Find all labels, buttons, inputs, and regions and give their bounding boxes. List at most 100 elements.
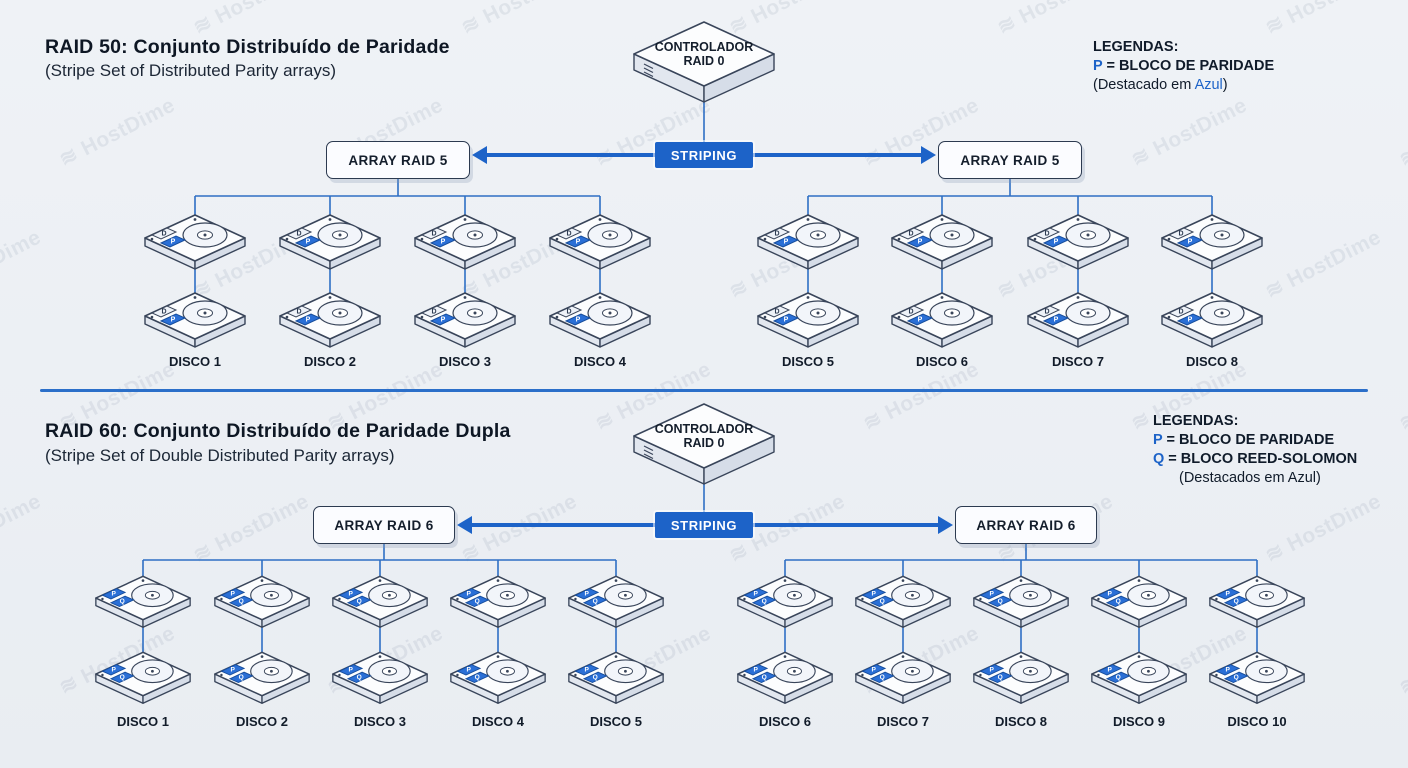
svg-text:P: P	[1188, 317, 1193, 324]
svg-text:Q: Q	[120, 598, 125, 605]
legend-q-key: Q	[1153, 451, 1165, 467]
svg-text:Q: Q	[1116, 598, 1121, 605]
legend-note-accent: Azul	[1194, 77, 1223, 93]
disk-icon: P Q	[90, 566, 196, 632]
disk-label: DISCO 10	[1227, 714, 1287, 729]
disk-icon: D P	[139, 204, 251, 274]
svg-text:D: D	[1044, 231, 1049, 238]
legend-title: LEGENDAS:	[1093, 39, 1179, 55]
disk-label: DISCO 3	[353, 714, 406, 729]
svg-text:P: P	[349, 591, 354, 598]
disk-label: DISCO 1	[168, 354, 221, 369]
disk-icon: P Q	[968, 642, 1074, 708]
svg-text:Q: Q	[475, 674, 480, 681]
disk-icon: D P	[139, 282, 251, 352]
disk-icon: P Q	[1204, 566, 1310, 632]
svg-text:P: P	[585, 591, 590, 598]
disk-icon: D P	[274, 282, 386, 352]
svg-text:P: P	[112, 591, 117, 598]
svg-text:Q: Q	[475, 598, 480, 605]
svg-text:P: P	[231, 591, 236, 598]
legend-q-text: = BLOCO REED-SOLOMON	[1164, 451, 1358, 467]
disk-icon: P Q	[850, 642, 956, 708]
array-box-raid5-right: ARRAY RAID 5	[938, 141, 1082, 179]
svg-text:P: P	[441, 239, 446, 246]
svg-text:Q: Q	[998, 674, 1003, 681]
disk-icon: P Q	[1204, 642, 1310, 708]
disk-icon: P Q	[1086, 642, 1192, 708]
svg-text:D: D	[296, 231, 301, 238]
svg-text:Q: Q	[593, 598, 598, 605]
svg-text:Q: Q	[239, 598, 244, 605]
svg-text:P: P	[171, 239, 176, 246]
disk-icon: P Q	[209, 642, 315, 708]
svg-text:P: P	[784, 239, 789, 246]
svg-text:D: D	[1044, 309, 1049, 316]
array-box-raid6-left: ARRAY RAID 6	[313, 506, 455, 544]
svg-text:Q: Q	[593, 674, 598, 681]
disk-icon: D P	[1022, 204, 1134, 274]
disk-label: DISCO 5	[589, 714, 642, 729]
disk-icon: D P	[886, 282, 998, 352]
svg-text:P: P	[784, 317, 789, 324]
controller-label: CONTROLADOR RAID 0	[634, 422, 774, 450]
raid50-subtitle: (Stripe Set of Distributed Parity arrays…	[45, 61, 336, 80]
disk-label: DISCO 4	[471, 714, 524, 729]
disk-icon: D P	[1022, 282, 1134, 352]
disk-label: DISCO 8	[1185, 354, 1238, 369]
arrow-head-icon	[457, 516, 472, 534]
disk-label: DISCO 7	[876, 714, 929, 729]
striping-label-raid60: STRIPING	[655, 512, 753, 538]
disk-icon: P Q	[563, 642, 669, 708]
disk-icon: D P	[886, 204, 998, 274]
disk-icon: D P	[752, 282, 864, 352]
svg-text:D: D	[1178, 309, 1183, 316]
svg-text:P: P	[467, 591, 472, 598]
svg-text:Q: Q	[1234, 598, 1239, 605]
section-divider	[40, 389, 1368, 392]
disk-label: DISCO 2	[303, 354, 356, 369]
controller-line1: CONTROLADOR	[654, 40, 754, 54]
svg-text:P: P	[306, 317, 311, 324]
svg-text:P: P	[754, 591, 759, 598]
svg-text:Q: Q	[357, 674, 362, 681]
svg-text:P: P	[441, 317, 446, 324]
svg-text:P: P	[1108, 591, 1113, 598]
svg-text:P: P	[990, 667, 995, 674]
svg-text:D: D	[431, 309, 436, 316]
disk-icon: P Q	[327, 642, 433, 708]
legend-note-line: (Destacados em Azul)	[1179, 470, 1321, 486]
legend-parity-line: P = BLOCO DE PARIDADE	[1153, 431, 1357, 450]
svg-text:P: P	[585, 667, 590, 674]
svg-text:D: D	[908, 309, 913, 316]
svg-text:D: D	[908, 231, 913, 238]
legend-p-key: P	[1153, 432, 1163, 448]
svg-text:Q: Q	[357, 598, 362, 605]
svg-text:D: D	[296, 309, 301, 316]
svg-text:D: D	[566, 231, 571, 238]
svg-text:Q: Q	[239, 674, 244, 681]
disk-label: DISCO 9	[1112, 714, 1165, 729]
legend-p-text: = BLOCO DE PARIDADE	[1102, 58, 1275, 74]
svg-text:P: P	[1054, 317, 1059, 324]
legend-raid60: LEGENDAS: P = BLOCO DE PARIDADE Q = BLOC…	[1153, 412, 1357, 488]
controller-icon	[633, 403, 775, 485]
disk-icon: P Q	[327, 566, 433, 632]
controller-line2: RAID 0	[683, 54, 725, 68]
disk-icon: P Q	[445, 566, 551, 632]
disk-icon: D P	[409, 282, 521, 352]
svg-text:P: P	[1226, 591, 1231, 598]
svg-text:Q: Q	[762, 674, 767, 681]
svg-text:D: D	[566, 309, 571, 316]
disk-label: DISCO 3	[438, 354, 491, 369]
svg-text:Q: Q	[120, 674, 125, 681]
svg-text:D: D	[774, 231, 779, 238]
disk-label: DISCO 4	[573, 354, 626, 369]
disk-icon: P Q	[732, 642, 838, 708]
svg-text:P: P	[171, 317, 176, 324]
disk-icon: D P	[544, 204, 656, 274]
array-box-raid5-left: ARRAY RAID 5	[326, 141, 470, 179]
svg-text:D: D	[1178, 231, 1183, 238]
svg-text:Q: Q	[880, 674, 885, 681]
disk-icon: P Q	[445, 642, 551, 708]
